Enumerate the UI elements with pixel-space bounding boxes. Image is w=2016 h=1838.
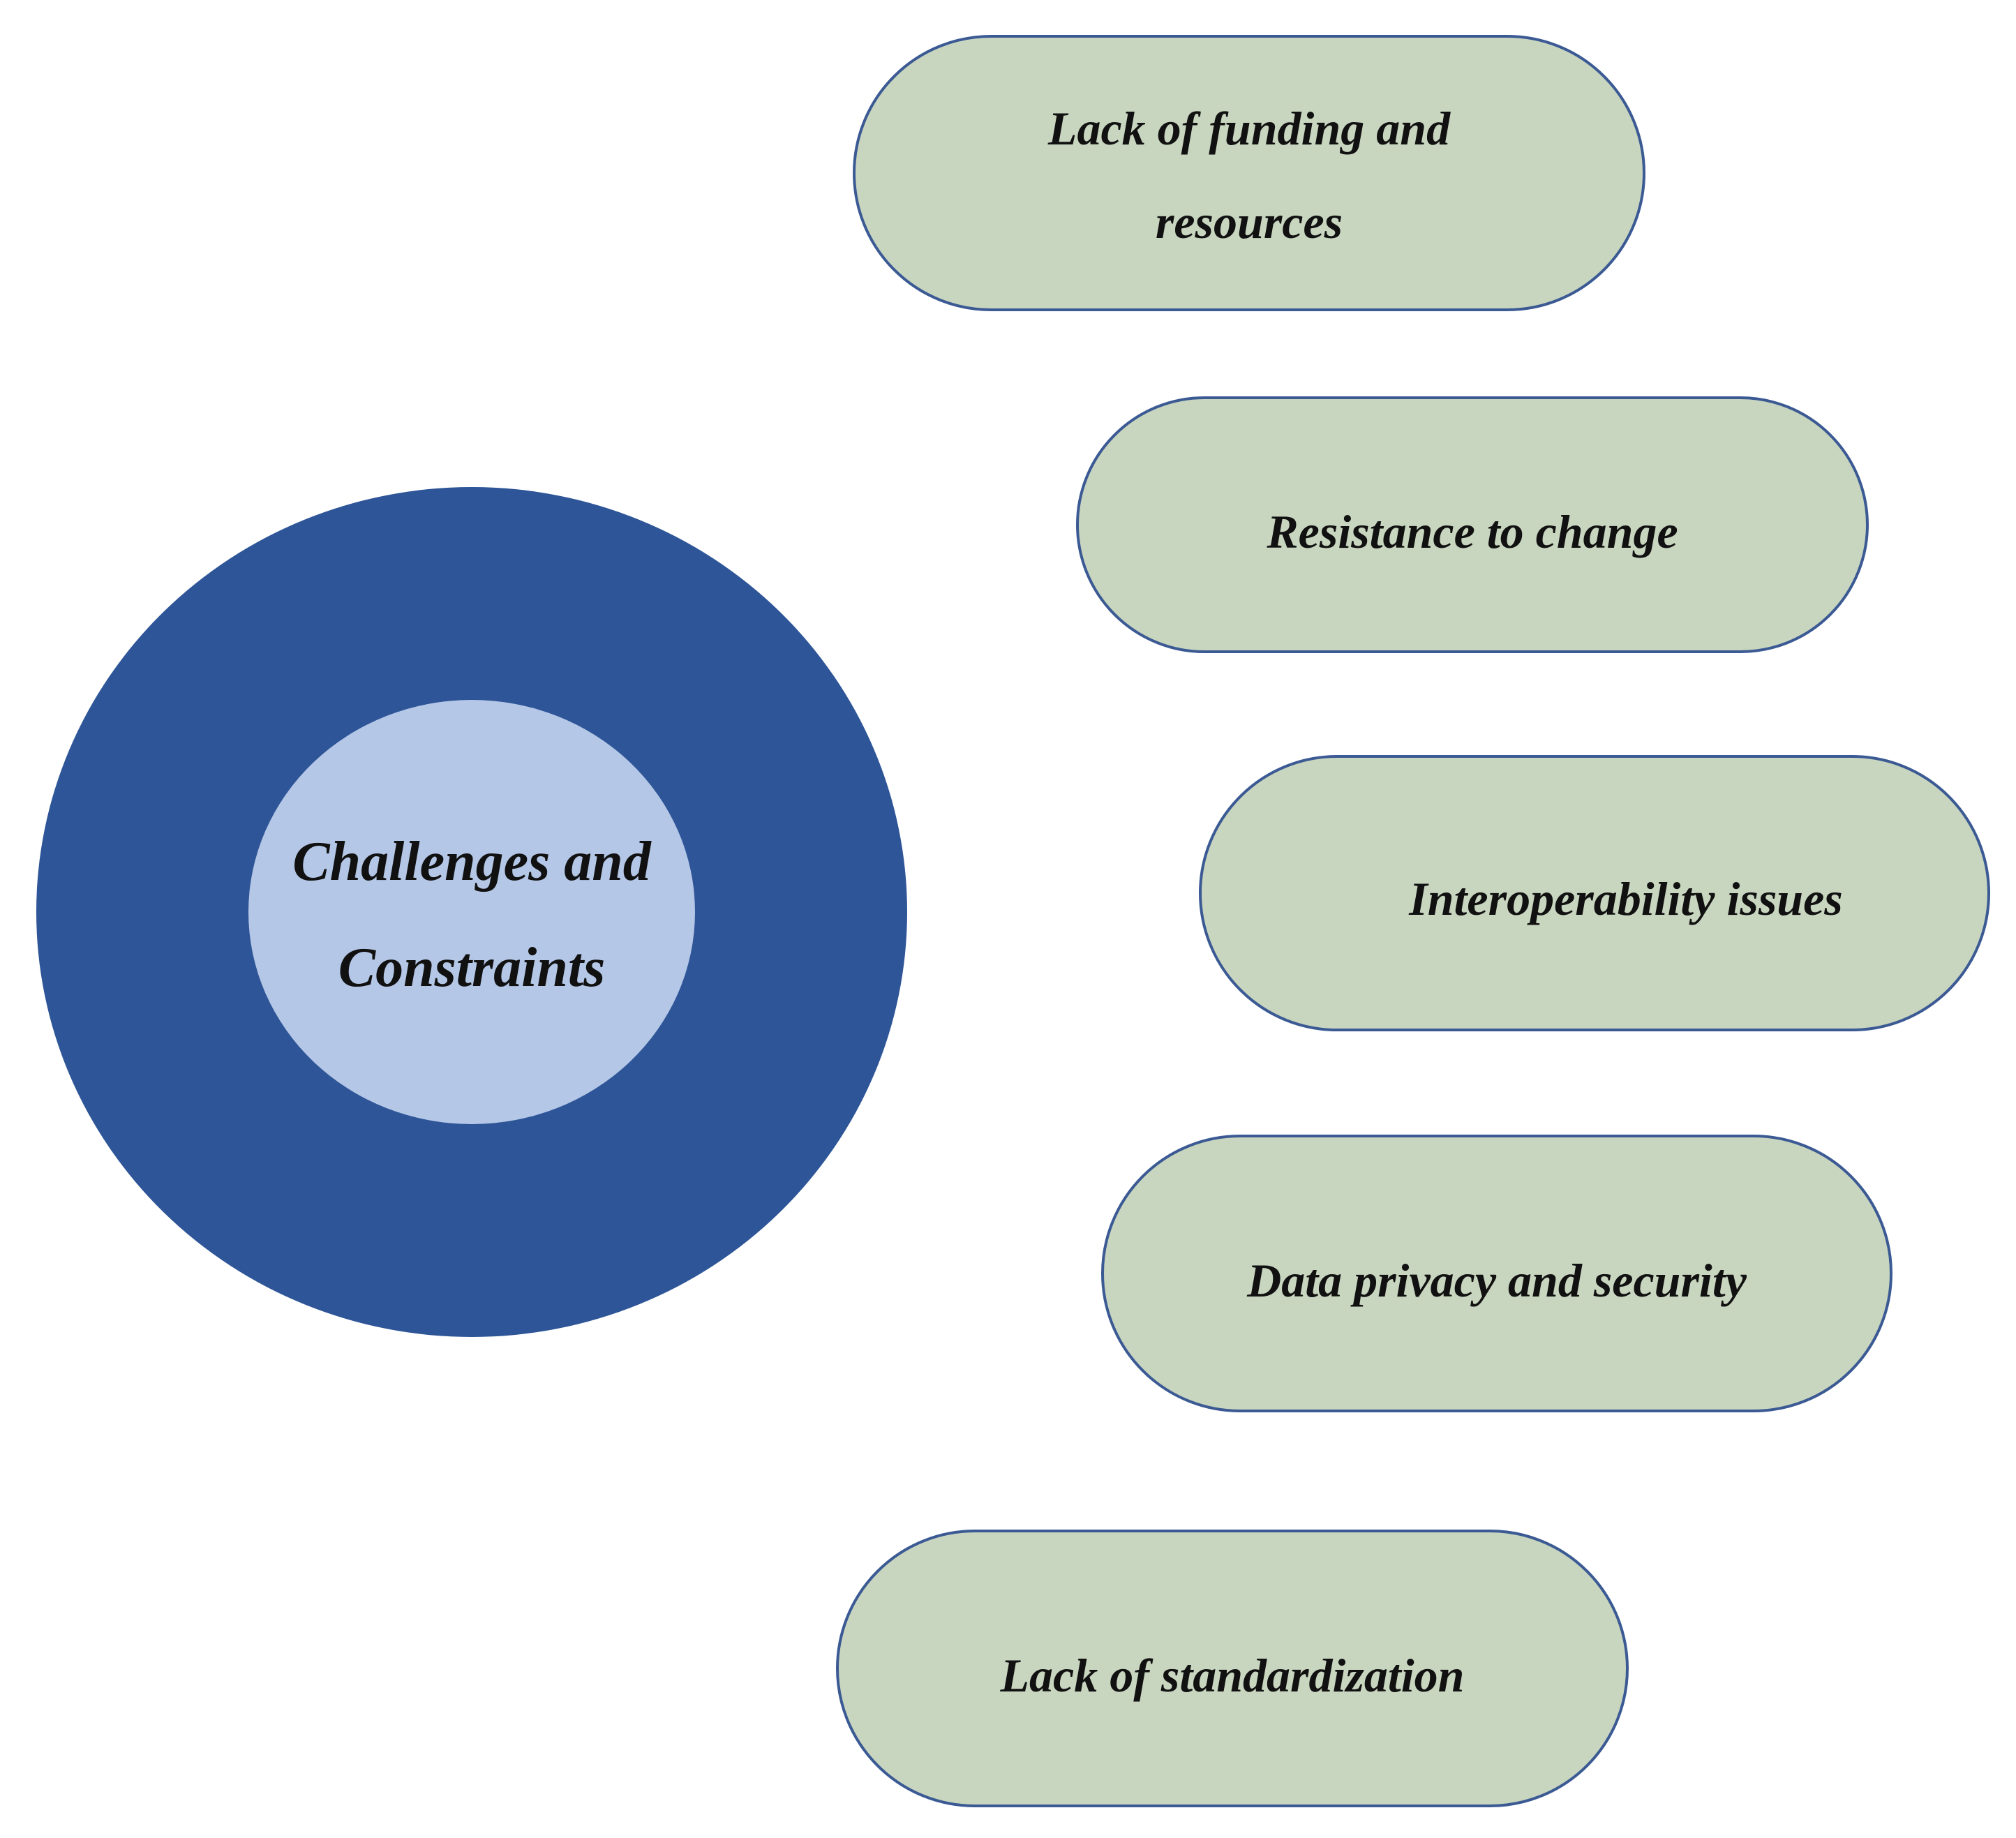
challenge-pill-standardization: Lack of standardization <box>836 1530 1629 1807</box>
challenge-pill-interoperability: Interoperability issues <box>1199 755 1990 1031</box>
challenge-label: Lack of funding and resources <box>1047 102 1451 248</box>
challenge-pill-resistance: Resistance to change <box>1076 396 1869 653</box>
center-title: Challenges and Constraints <box>292 831 651 999</box>
challenge-label: Resistance to change <box>1267 505 1678 558</box>
challenge-label: Interoperability issues <box>1409 872 1843 925</box>
challenge-label: Data privacy and security <box>1247 1254 1747 1307</box>
challenge-pill-funding: Lack of funding and resources <box>853 35 1645 311</box>
inner-circle: Challenges and Constraints <box>248 700 695 1124</box>
challenge-pill-privacy: Data privacy and security <box>1101 1135 1892 1412</box>
challenge-label: Lack of standardization <box>1000 1649 1465 1702</box>
